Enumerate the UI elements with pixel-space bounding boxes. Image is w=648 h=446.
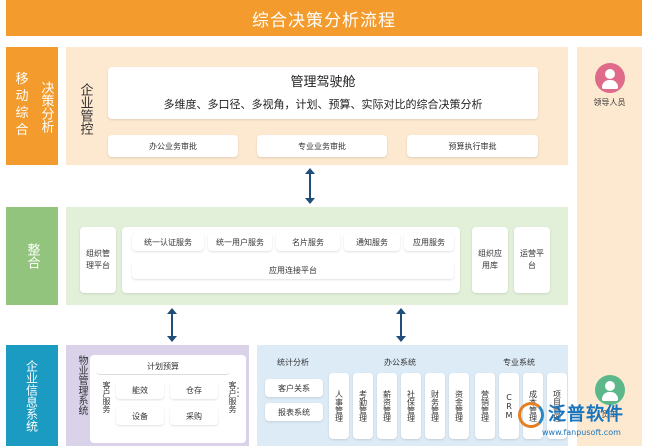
org-platform: 组织管理平台 (80, 227, 116, 293)
page-title: 综合决策分析流程 (6, 0, 642, 36)
watermark-logo-icon (518, 402, 544, 428)
service-card: 名片服务 (276, 233, 340, 251)
office-hr: 人事管理 (329, 373, 349, 439)
material-label: 物业管理系统 (76, 355, 87, 415)
service-app: 应用服务 (404, 233, 454, 251)
more-dots-icon: ⋮ (232, 385, 244, 399)
layer-enterprise-label: 企业信息系统 (24, 359, 39, 432)
cockpit-desc: 多维度、多口径、多视角，计划、预算、实际对比的综合决策分析 (163, 98, 483, 111)
ops-platform: 运营平台 (514, 227, 550, 293)
mgmt-label: 企业管控 (77, 83, 93, 135)
arrow-mgmt-integration (304, 168, 316, 204)
item-purchase: 采购 (170, 407, 218, 425)
stat-label: 统计分析 (277, 358, 309, 367)
service-auth: 统一认证服务 (132, 233, 204, 251)
prof-label: 专业系统 (503, 358, 535, 367)
staff-label: 员工 (601, 410, 618, 419)
layer-mobile-line1: 移动 (15, 72, 29, 104)
service-notice: 通知服务 (344, 233, 400, 251)
org-platform-label: 组织管理平台 (86, 249, 110, 270)
layer-mobile-line2: 综合 (15, 106, 29, 138)
services-box: 统一认证服务 统一用户服务 名片服务 通知服务 应用服务 应用连接平台 (122, 227, 460, 293)
stat-crm: 客户关系 (265, 379, 323, 397)
ops-platform-label: 运营平台 (520, 249, 544, 270)
leader-avatar-icon (595, 63, 625, 93)
office-attendance: 考勤管理 (353, 373, 373, 439)
cockpit-title: 管理驾驶舱 (290, 75, 356, 90)
prof-crm: CRM (499, 373, 519, 439)
org-app-lib-label: 组织应用库 (478, 249, 502, 270)
approval-professional: 专业业务审批 (257, 135, 387, 157)
material-inner: 计划预算 客户服务 能效 仓存 设备 采购 客户服务 (90, 355, 246, 443)
layer-integration: 整合 (6, 207, 58, 305)
arrow-integration-material (166, 308, 178, 342)
office-funds: 资金管理 (449, 373, 469, 439)
mgmt-panel: 企业管控 管理驾驶舱 多维度、多口径、多视角，计划、预算、实际对比的综合决策分析… (66, 47, 568, 165)
watermark-brand: 泛普软件 (548, 404, 624, 425)
prof-marketing: 营销管理 (475, 373, 495, 439)
item-energy: 能效 (116, 381, 164, 399)
office-salary: 薪资管理 (377, 373, 397, 439)
office-finance: 财务管理 (425, 373, 445, 439)
stat-report: 报表系统 (265, 403, 323, 421)
watermark: 泛普软件 www.fanpusoft.com (512, 398, 646, 444)
layer-mobile: 移动 综合 决策分析 (6, 47, 58, 165)
plan-budget: 计划预算 (96, 359, 230, 375)
layer-enterprise: 企业信息系统 (6, 345, 58, 446)
leader-label: 领导人员 (593, 98, 626, 107)
connect-platform: 应用连接平台 (132, 261, 454, 279)
approval-budget: 预算执行审批 (407, 135, 538, 157)
material-panel: 物业管理系统 计划预算 客户服务 能效 仓存 设备 采购 客户服务 ⋮ (66, 345, 249, 446)
client-service-left: 客户服务 (102, 381, 111, 413)
client-service-right: 客户服务 (228, 381, 237, 413)
systems-panel: 统计分析 客户关系 报表系统 办公系统 人事管理 考勤管理 薪资管理 社保管理 … (257, 345, 568, 446)
item-equipment: 设备 (116, 407, 164, 425)
layer-mobile-side: 决策分析 (38, 81, 54, 133)
cockpit-box: 管理驾驶舱 多维度、多口径、多视角，计划、预算、实际对比的综合决策分析 (108, 67, 538, 119)
org-app-lib: 组织应用库 (472, 227, 508, 293)
office-label: 办公系统 (384, 358, 416, 367)
watermark-url: www.fanpusoft.com (542, 428, 621, 437)
office-group: 人事管理 考勤管理 薪资管理 社保管理 财务管理 资金管理 (329, 373, 471, 443)
staff-avatar-icon (595, 375, 625, 405)
prof-project: 项目管理 (547, 373, 567, 439)
item-storage: 仓存 (170, 381, 218, 399)
service-user: 统一用户服务 (208, 233, 272, 251)
arrow-integration-systems (395, 308, 407, 342)
layer-integration-label: 整合 (24, 243, 40, 269)
integration-panel: 组织管理平台 统一认证服务 统一用户服务 名片服务 通知服务 应用服务 应用连接… (66, 207, 568, 305)
office-social: 社保管理 (401, 373, 421, 439)
roles-column: 领导人员 员工 (577, 47, 642, 446)
approval-office: 办公业务审批 (108, 135, 238, 157)
